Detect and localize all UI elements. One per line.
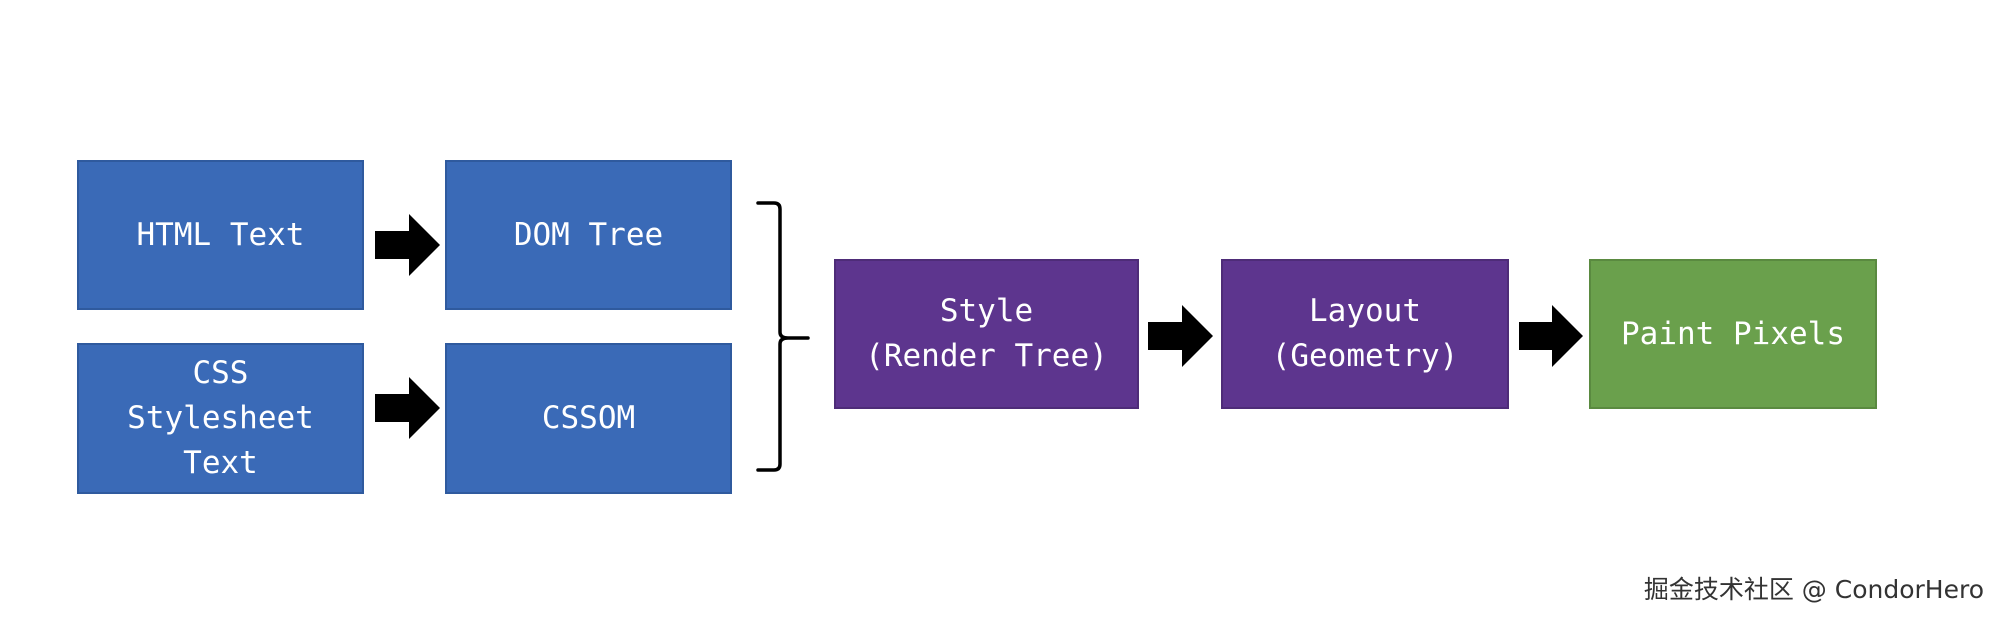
paint-pixels-label: Paint Pixels	[1621, 315, 1845, 352]
arrow-style-to-layout	[1148, 305, 1213, 367]
cssom-node: CSSOM	[445, 343, 732, 494]
arrow-css-to-cssom	[375, 377, 440, 439]
html-text-node: HTML Text	[77, 160, 364, 310]
style-render-tree-node: Style (Render Tree)	[834, 259, 1139, 409]
style-render-tree-label: Style (Render Tree)	[865, 293, 1108, 374]
layout-geometry-node: Layout (Geometry)	[1221, 259, 1509, 409]
css-stylesheet-text-node: CSS Stylesheet Text	[77, 343, 364, 494]
paint-pixels-node: Paint Pixels	[1589, 259, 1877, 409]
css-stylesheet-text-label: CSS Stylesheet Text	[127, 355, 314, 481]
arrow-layout-to-paint	[1519, 305, 1583, 367]
html-text-label: HTML Text	[136, 216, 305, 253]
arrow-html-to-dom	[375, 214, 440, 276]
layout-geometry-label: Layout (Geometry)	[1271, 293, 1459, 374]
merge-brace	[756, 201, 810, 472]
dom-tree-node: DOM Tree	[445, 160, 732, 310]
cssom-label: CSSOM	[541, 400, 636, 436]
watermark: 掘金技术社区 @ CondorHero	[1643, 575, 1984, 604]
dom-tree-label: DOM Tree	[513, 216, 664, 253]
